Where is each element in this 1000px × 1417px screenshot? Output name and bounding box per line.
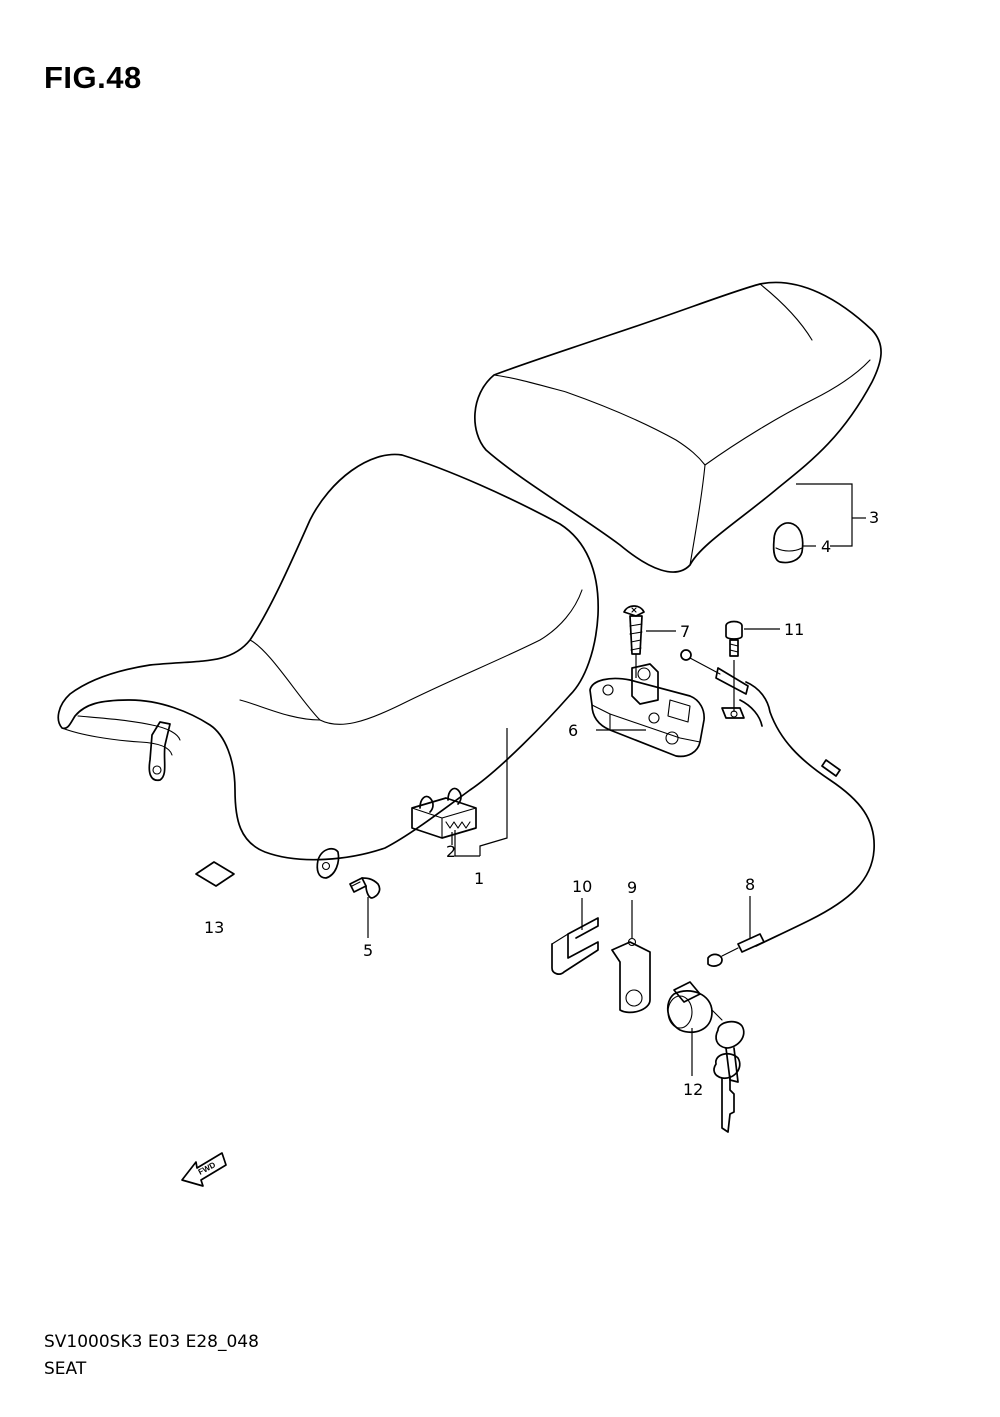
cable-clamp-part[interactable]: [551, 917, 599, 975]
rear-seat-part[interactable]: [474, 281, 882, 573]
front-seat-part[interactable]: [57, 453, 599, 879]
screw-part[interactable]: [349, 877, 381, 899]
callout-4: 4: [821, 537, 831, 556]
model-code: SV1000SK3 E03 E28_048: [44, 1332, 259, 1352]
seat-lock-set-part[interactable]: [666, 981, 745, 1133]
bolt-7-part[interactable]: [623, 605, 645, 655]
callout-11: 11: [784, 620, 804, 639]
seat-damper-part[interactable]: [411, 787, 477, 839]
callout-12: 12: [683, 1080, 703, 1099]
bolt-11-part[interactable]: [725, 620, 743, 657]
section-name: SEAT: [44, 1359, 87, 1379]
callout-10: 10: [572, 877, 592, 896]
callout-5: 5: [363, 941, 373, 960]
figure-title: FIG.48: [44, 60, 142, 95]
callout-8: 8: [745, 875, 755, 894]
callout-13: 13: [204, 918, 224, 937]
callout-9: 9: [627, 878, 637, 897]
seat-lock-plate-part[interactable]: [589, 663, 705, 758]
fwd-arrow-icon: FWD: [181, 1152, 227, 1187]
seat-lock-cable-part[interactable]: [680, 649, 875, 967]
callout-1: 1: [474, 869, 484, 888]
rubber-cushion-part[interactable]: [772, 522, 804, 564]
callout-7: 7: [680, 622, 690, 641]
fwd-label: FWD: [197, 1160, 218, 1177]
leader-lines: [367, 483, 866, 1076]
callout-3: 3: [869, 508, 879, 527]
callout-2: 2: [446, 842, 456, 861]
seat-label-part[interactable]: [195, 861, 235, 887]
callout-6: 6: [568, 721, 578, 740]
lock-bracket-part[interactable]: [611, 937, 651, 1014]
